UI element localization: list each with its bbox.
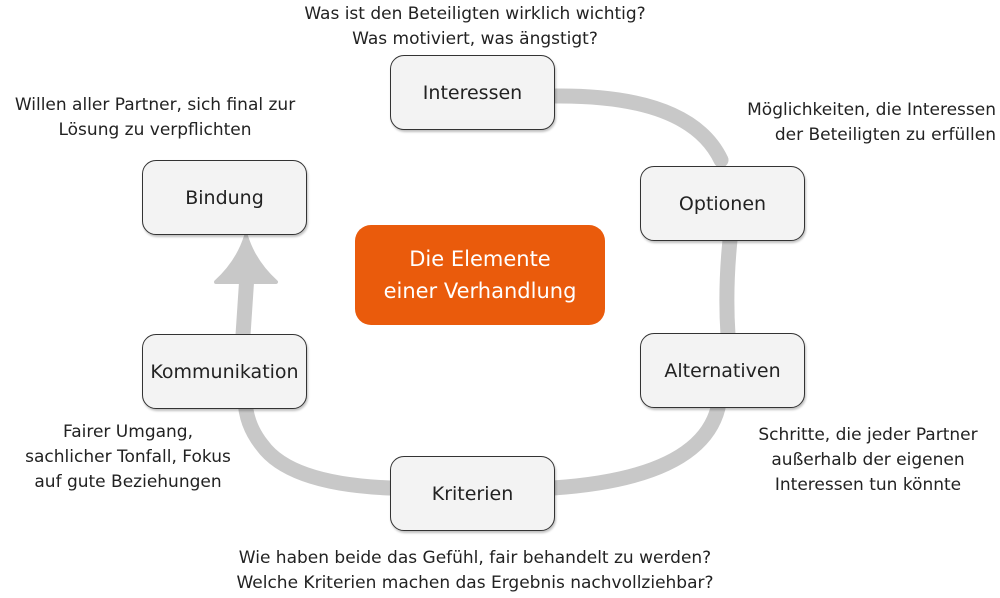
note-kommunikation-line3: auf gute Beziehungen	[34, 472, 222, 492]
note-alternativen-line2: außerhalb der eigenen	[771, 450, 965, 470]
note-interessen: Was ist den Beteiligten wirklich wichtig…	[255, 2, 695, 52]
note-kommunikation-line2: sachlicher Tonfall, Fokus	[25, 447, 231, 467]
node-optionen: Optionen	[640, 166, 805, 241]
node-kommunikation: Kommunikation	[142, 334, 307, 409]
node-alternativen: Alternativen	[640, 333, 805, 408]
note-alternativen-line1: Schritte, die jeder Partner	[758, 425, 978, 445]
node-interessen-label: Interessen	[422, 81, 523, 104]
node-kriterien: Kriterien	[390, 456, 555, 531]
note-interessen-line2: Was motiviert, was ängstigt?	[352, 29, 598, 49]
node-interessen: Interessen	[390, 55, 555, 130]
note-alternativen-line3: Interessen tun könnte	[774, 475, 962, 495]
note-kommunikation: Fairer Umgang, sachlicher Tonfall, Fokus…	[8, 420, 248, 495]
node-kriterien-label: Kriterien	[431, 482, 514, 505]
note-interessen-line1: Was ist den Beteiligten wirklich wichtig…	[304, 4, 646, 24]
cycle-arrow	[235, 88, 738, 496]
note-optionen: Möglichkeiten, die Interessen der Beteil…	[700, 98, 996, 148]
node-kommunikation-label: Kommunikation	[150, 360, 299, 383]
note-kriterien-line1: Wie haben beide das Gefühl, fair behande…	[238, 548, 712, 568]
note-optionen-line1: Möglichkeiten, die Interessen	[747, 100, 996, 120]
node-alternativen-label: Alternativen	[664, 359, 781, 382]
note-kriterien: Wie haben beide das Gefühl, fair behande…	[195, 546, 755, 596]
note-kriterien-line2: Welche Kriterien machen das Ergebnis nac…	[236, 573, 714, 593]
center-title-line1: Die Elemente	[409, 247, 551, 271]
note-alternativen: Schritte, die jeder Partner außerhalb de…	[738, 423, 998, 498]
arrow-head-icon	[214, 234, 278, 284]
note-bindung-line1: Willen aller Partner, sich final zur	[14, 95, 296, 115]
center-topic: Die Elemente einer Verhandlung	[355, 225, 605, 325]
center-title-line2: einer Verhandlung	[383, 279, 577, 303]
node-bindung-label: Bindung	[185, 186, 264, 209]
node-optionen-label: Optionen	[678, 192, 767, 215]
note-kommunikation-line1: Fairer Umgang,	[62, 422, 193, 442]
note-optionen-line2: der Beteiligten zu erfüllen	[774, 125, 996, 145]
note-bindung-line2: Lösung zu verpflichten	[58, 120, 252, 140]
note-bindung: Willen aller Partner, sich final zur Lös…	[0, 93, 310, 143]
node-bindung: Bindung	[142, 160, 307, 235]
